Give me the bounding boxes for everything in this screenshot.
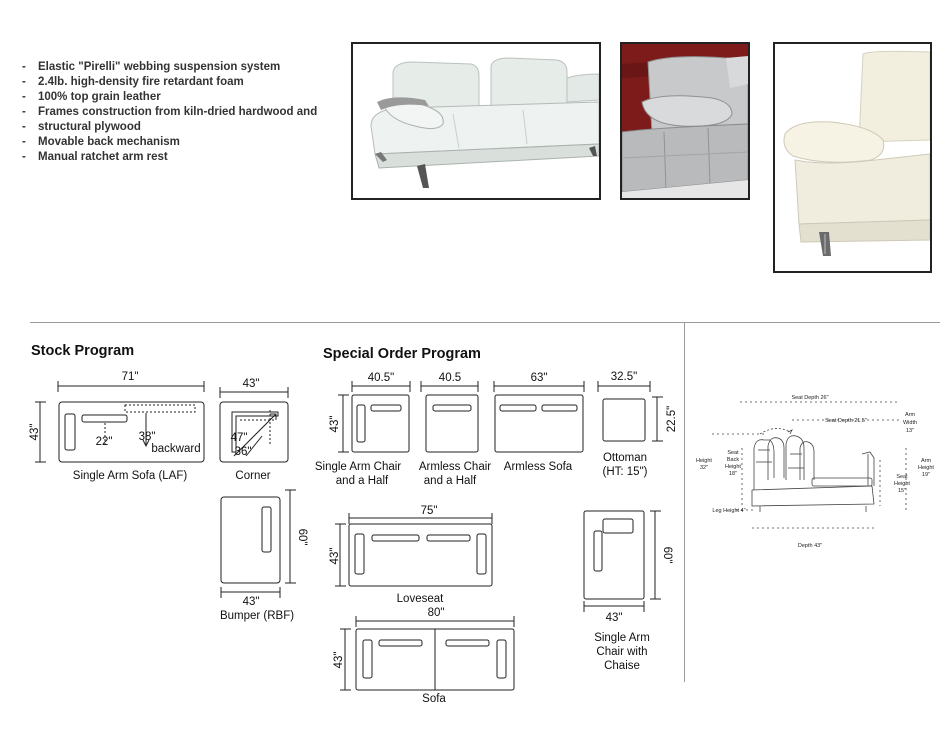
side-arm-height-2: Height [918,465,934,471]
bumper-depth: 60" [296,529,308,546]
loveseat-label: Loveseat [397,593,444,605]
laf-note: backward [151,443,200,455]
stock-program-title: Stock Program [31,343,135,359]
sofa-photo-arm [773,42,932,273]
sofa-width: 80" [428,607,445,619]
diagram-armless-chair-half [420,381,479,453]
chaise-width: 43" [606,612,623,624]
bumper-label: Bumper (RBF) [220,610,294,622]
diagram-chaise [583,510,661,612]
side-height-1: Height [696,458,712,464]
side-seat-height-3: 15" [898,488,906,494]
loveseat-width: 75" [421,505,438,517]
feature-item: 2.4lb. high-density fire retardant foam [22,75,348,90]
laf-width: 71" [122,371,139,383]
feature-list: Elastic "Pirelli" webbing suspension sys… [22,60,348,165]
corner-width: 43" [243,378,260,390]
diagram-single-arm-chair-half [338,381,411,453]
chaise-label-1: Single Arm [594,632,650,644]
ottoman-depth: 22.5" [666,406,678,432]
corner-label: Corner [235,470,270,482]
side-seat-back-4: 18" [729,471,737,477]
sofa-photo-front [351,42,601,200]
diagram-ottoman [597,381,663,442]
arm-chair-half-label-1: Single Arm Chair [315,461,401,473]
diagram-sofa [340,616,515,691]
armless-chair-half-width: 40.5 [439,372,461,384]
sofa-depth: 43" [333,652,345,669]
feature-item: Movable back mechanism [22,135,348,150]
special-order-title: Special Order Program [323,346,481,362]
sofa-label: Sofa [422,693,446,705]
sofa-photo-detail [620,42,750,200]
side-seat-depth: Seat Depth 26" [791,395,828,401]
ottoman-width: 32.5" [611,371,637,383]
laf-label: Single Arm Sofa (LAF) [73,470,188,482]
special-depth: 43" [329,416,341,433]
armless-sofa-label: Armless Sofa [504,461,573,473]
ottoman-label-1: Ottoman [603,452,647,464]
diagram-armless-sofa [493,381,585,453]
diagram-loveseat [335,513,493,587]
column-divider [684,322,685,682]
side-arm-width-3: 13" [906,428,914,434]
side-seat-depth-2: Seat Depth 21.5" [825,418,867,424]
side-arm-height-1: Arm [921,458,932,464]
corner-diag-b: 36" [235,446,252,458]
chaise-label-2: Chair with [596,646,647,658]
feature-item: Elastic "Pirelli" webbing suspension sys… [22,60,348,75]
side-arm-height-3: 19" [922,472,930,478]
diagram-single-arm-sofa-laf [35,381,205,463]
diagram-corner [219,387,289,463]
side-depth: Depth 43" [798,543,822,549]
arm-detail-illustration [775,44,930,271]
section-divider [30,322,940,323]
diagram-bumper [220,489,296,598]
armless-chair-half-label-2: and a Half [424,475,477,487]
side-seat-height-1: Seat [896,474,908,480]
side-profile-diagram [712,401,907,529]
bumper-width: 43" [243,596,260,608]
arm-chair-half-label-2: and a Half [336,475,389,487]
side-arm-width-2: Width [903,420,917,426]
chaise-depth: 60" [661,547,673,564]
side-seat-height-2: Height [894,481,910,487]
loveseat-depth: 43" [329,548,341,565]
corner-diag-a: 47" [231,432,248,444]
armless-sofa-width: 63" [531,372,548,384]
chaise-label-3: Chaise [604,660,640,672]
side-arm-width-1: Arm [905,412,916,418]
side-seat-back-2: Back [727,457,739,463]
leather-closeup-illustration [622,44,748,198]
side-seat-back-1: Seat [727,450,739,456]
laf-inner-b: 38" [139,431,156,443]
feature-item-continued: structural plywood [22,120,348,135]
laf-inner-a: 22" [96,436,113,448]
side-height-2: 32" [700,465,708,471]
arm-chair-half-width: 40.5" [368,372,394,384]
side-seat-back-3: Height [725,464,741,470]
sofa-illustration [353,44,599,198]
ottoman-label-2: (HT: 15") [603,466,648,478]
feature-item: Manual ratchet arm rest [22,150,348,165]
feature-item: Frames construction from kiln-dried hard… [22,105,348,120]
side-leg-height: Leg Height 4" [712,508,745,514]
laf-depth: 43" [29,424,41,441]
armless-chair-half-label-1: Armless Chair [419,461,491,473]
feature-item: 100% top grain leather [22,90,348,105]
